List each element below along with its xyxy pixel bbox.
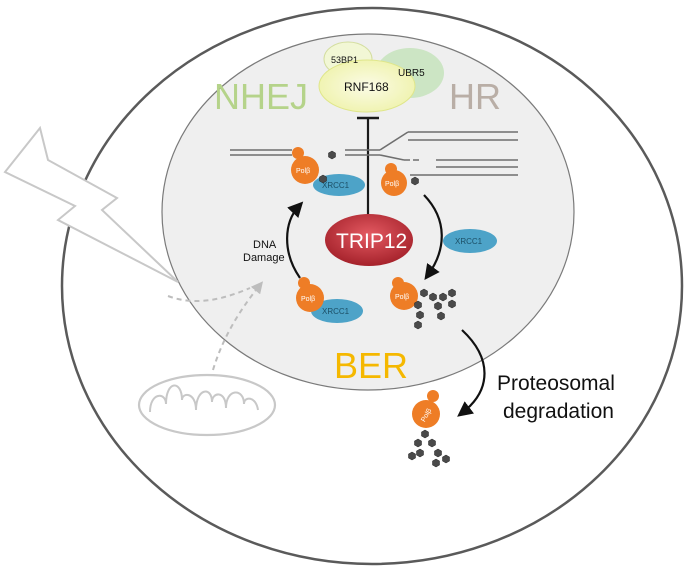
proteosomal-label-line1: Proteosomal xyxy=(497,372,615,395)
polb-label: Polβ xyxy=(395,294,409,301)
lightning-bolt-icon xyxy=(3,125,179,283)
polb-label: Polβ xyxy=(296,168,310,175)
dna-damage-arrow xyxy=(286,201,304,279)
polb-label: Polβ xyxy=(301,296,315,303)
rnf168-label: RNF168 xyxy=(344,80,389,94)
dna-strands xyxy=(230,131,518,176)
53bp1-label: 53BP1 xyxy=(331,55,358,65)
ubr5-label: UBR5 xyxy=(398,68,425,79)
polb-xrcc1-complex-free: XRCC1 Polβ xyxy=(296,277,363,323)
rnf168-protein xyxy=(318,59,416,113)
proteosomal-label-line2: degradation xyxy=(503,400,614,423)
dna-damage-label-line2: Damage xyxy=(243,252,285,264)
hr-label: HR xyxy=(449,76,501,117)
trip12-protein xyxy=(325,214,413,266)
polb-polyubiquitinated: Polβ xyxy=(390,277,456,330)
nhej-label: NHEJ xyxy=(214,76,308,117)
xrcc1-label: XRCC1 xyxy=(322,181,350,190)
ber-label: BER xyxy=(334,345,408,386)
trip12-label: TRIP12 xyxy=(336,230,407,253)
rnf168-complex: 53BP1 UBR5 RNF168 xyxy=(318,41,444,113)
polb-ubiquitinated-dna: Polβ xyxy=(381,163,419,196)
mitochondrion-icon xyxy=(137,373,277,437)
free-xrcc1: XRCC1 xyxy=(443,229,497,253)
dna-damage-label-line1: DNA xyxy=(253,239,277,251)
polb-degraded: Polβ xyxy=(408,390,450,468)
radiation-arrow xyxy=(167,287,251,302)
polb-xrcc1-complex-dna: XRCC1 Polβ xyxy=(291,147,365,196)
xrcc1-label: XRCC1 xyxy=(322,307,350,316)
ubiquitination-arrow xyxy=(423,194,443,281)
polb-label: Polβ xyxy=(385,181,399,188)
ros-arrow xyxy=(212,281,264,371)
degradation-arrow xyxy=(457,329,486,417)
xrcc1-label: XRCC1 xyxy=(455,237,483,246)
